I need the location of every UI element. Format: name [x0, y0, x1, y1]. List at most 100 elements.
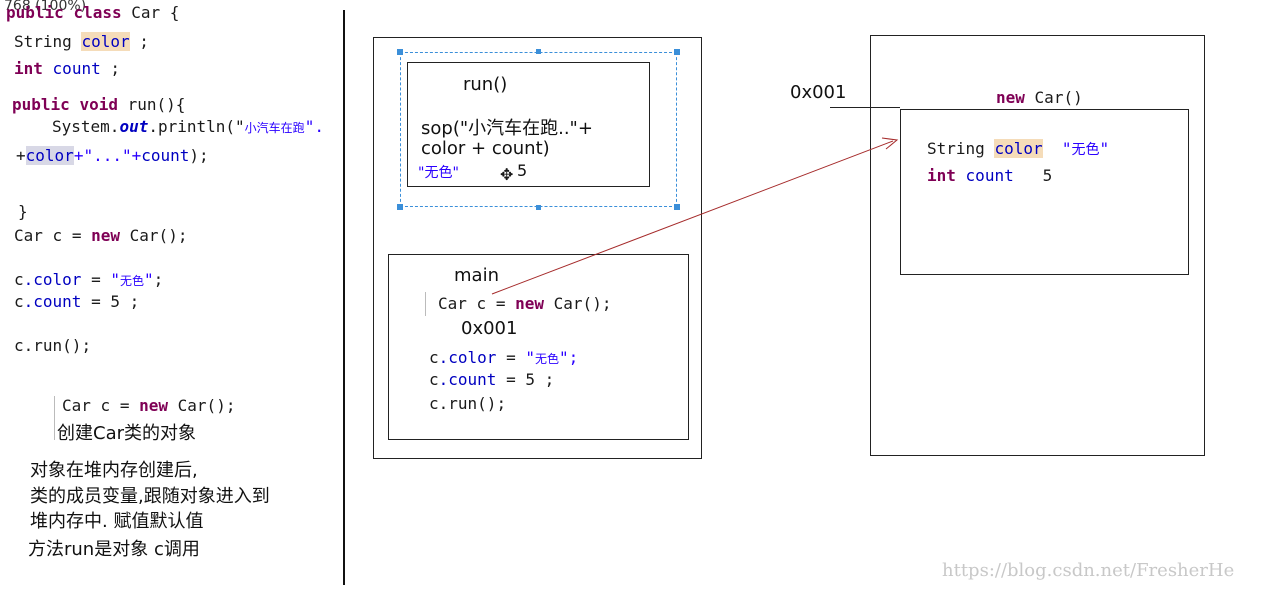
keyword-void: void	[79, 95, 118, 114]
selection-handle[interactable]	[397, 49, 403, 55]
equals: =	[496, 348, 526, 367]
field-count: .count	[23, 292, 82, 311]
semicolon: ;	[110, 59, 120, 78]
type-car: Car	[62, 396, 91, 415]
type-car: Car	[14, 226, 43, 245]
field-count: .count	[438, 370, 497, 389]
method-name: run(){	[127, 95, 186, 114]
arrow-head	[881, 137, 899, 150]
selection-handle[interactable]	[397, 204, 403, 210]
color-value: 无色	[1071, 142, 1100, 158]
concat-mid: +"..."+	[73, 146, 142, 165]
method-signature: public void run(){	[12, 95, 185, 114]
type-string: String	[927, 139, 985, 158]
car-object-box	[900, 109, 1189, 275]
constructor-call: Car()	[1034, 88, 1083, 107]
address-underline	[830, 107, 900, 108]
var-c: c	[14, 336, 24, 355]
zoom-label: 768 (100%)	[4, 0, 87, 14]
field-count: count	[52, 59, 101, 78]
semicolon: ;	[139, 32, 149, 51]
type-string: String	[14, 32, 72, 51]
class-name: Car	[131, 3, 161, 22]
assignment: = 5 ;	[496, 370, 555, 389]
main-frame-title: main	[454, 265, 499, 286]
var-c: c	[52, 226, 63, 245]
cursor-line	[54, 396, 55, 440]
semicolon: ;	[153, 270, 164, 289]
quote: "	[110, 270, 120, 289]
type-int: int	[927, 166, 956, 185]
close-brace: }	[18, 202, 28, 221]
field-color: color	[25, 146, 74, 165]
run-frame-title: run()	[463, 74, 508, 95]
field-count: count	[965, 166, 1014, 185]
equals: =	[81, 270, 111, 289]
selection-handle[interactable]	[536, 49, 541, 54]
keyword-new: new	[139, 396, 169, 415]
heap-object-title: new Car()	[996, 88, 1083, 107]
println-call: .println("	[148, 117, 245, 136]
note-heap-line-2: 类的成员变量,跟随对象进入到	[30, 486, 270, 507]
main-frame	[388, 254, 689, 440]
divider	[343, 10, 345, 585]
var-c: c	[429, 394, 439, 413]
quote: "	[1061, 139, 1072, 158]
set-color-line: c.color = "无色";	[14, 270, 163, 289]
type-int: int	[14, 59, 43, 78]
equals: =	[119, 396, 130, 415]
var-c: c	[14, 270, 24, 289]
selection-handle[interactable]	[536, 205, 541, 210]
string-end: ".	[304, 117, 324, 136]
main-call-run: c.run();	[429, 394, 506, 413]
keyword-new: new	[91, 226, 121, 245]
keyword-public: public	[12, 95, 70, 114]
println-line: System.out.println("小汽车在跑".	[52, 117, 324, 136]
note-method-call: 方法run是对象 c调用	[28, 539, 200, 560]
out-ref: out	[119, 117, 149, 136]
note-heap-line-3: 堆内存中. 赋值默认值	[30, 511, 204, 532]
equals: =	[71, 226, 82, 245]
keyword-new: new	[515, 294, 545, 313]
constructor-call: Car();	[177, 396, 236, 415]
equals: =	[495, 294, 506, 313]
snippet-new-car: Car c = new Car();	[62, 396, 235, 415]
run-frame-line1: sop("小汽车在跑.."+	[421, 118, 593, 139]
run-call: .run();	[23, 336, 92, 355]
var-c: c	[429, 348, 439, 367]
var-c: c	[429, 370, 439, 389]
keyword-class: class	[73, 3, 122, 22]
run-frame-color-value: "无色"	[418, 165, 459, 181]
type-car: Car	[438, 294, 467, 313]
run-call: .run();	[438, 394, 507, 413]
quote: "	[1099, 139, 1110, 158]
quote: "	[525, 348, 535, 367]
note-heap-line-1: 对象在堆内存创建后,	[30, 460, 198, 481]
count-value: 5	[1042, 166, 1053, 185]
run-frame	[407, 62, 650, 187]
class-declaration: public class Car {	[6, 3, 179, 22]
field-color: .color	[438, 348, 497, 367]
constructor-call: Car();	[553, 294, 612, 313]
cursor-line	[425, 292, 426, 316]
color-value: 无色	[119, 274, 144, 288]
move-cursor-icon[interactable]: ✥	[500, 165, 514, 184]
field-color: color	[994, 139, 1043, 158]
keyword-public: public	[6, 3, 64, 22]
call-end: );	[189, 146, 209, 165]
main-set-count: c.count = 5 ;	[429, 370, 554, 389]
selection-handle[interactable]	[674, 204, 680, 210]
field-count: count	[141, 146, 190, 165]
main-address: 0x001	[461, 318, 518, 339]
field-color-decl: String color ;	[14, 32, 149, 51]
main-set-color: c.color = "无色";	[429, 348, 578, 367]
new-car-line: Car c = new Car();	[14, 226, 187, 245]
heap-field-color: String color "无色"	[927, 139, 1109, 159]
stack-memory-box	[373, 37, 702, 459]
selection-handle[interactable]	[674, 49, 680, 55]
run-frame-line2: color + count)	[421, 138, 550, 159]
call-run-line: c.run();	[14, 336, 91, 355]
system-ref: System.	[52, 117, 120, 136]
field-count-decl: int count ;	[14, 59, 120, 78]
